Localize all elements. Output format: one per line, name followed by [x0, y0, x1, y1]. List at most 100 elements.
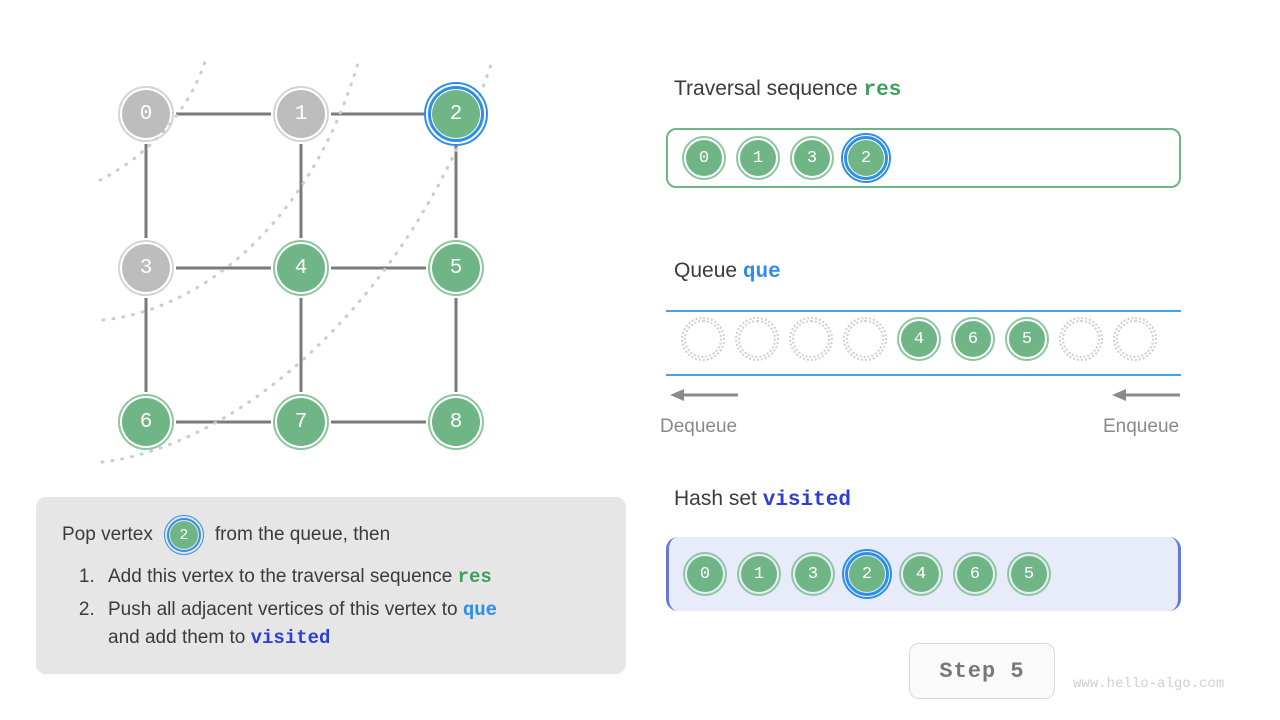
- keyword-res: res: [457, 566, 492, 588]
- chip-ring: [791, 552, 835, 596]
- res-item-1[interactable]: 1: [736, 136, 780, 180]
- visited-slot-list: 0 1 3 2 4 6 5: [683, 549, 1051, 599]
- res-title-text: Traversal sequence: [674, 77, 858, 100]
- node-disc: [122, 90, 170, 138]
- wavefront-curve-1: [98, 60, 207, 182]
- graph-node-0[interactable]: 0: [118, 86, 174, 142]
- chip-outer-ring: [841, 133, 891, 183]
- queue-slot-2[interactable]: [789, 317, 833, 361]
- chip-ring: [735, 317, 779, 361]
- graph-node-1[interactable]: 1: [273, 86, 329, 142]
- chip-ring: [737, 552, 781, 596]
- node-label: 2: [449, 102, 463, 126]
- res-item-3[interactable]: 2: [841, 133, 891, 183]
- node-disc: [432, 398, 480, 446]
- visited-item-2[interactable]: 3: [791, 552, 835, 596]
- caption-step-1: Add this vertex to the traversal sequenc…: [100, 563, 600, 592]
- caption-text-after: from the queue, then: [214, 524, 391, 545]
- graph-edge-layer: [144, 112, 458, 424]
- node-label: 6: [139, 410, 153, 434]
- caption-step-1-text: Add this vertex to the traversal sequenc…: [108, 566, 453, 587]
- node-label: 0: [139, 102, 153, 126]
- chip-label: 4: [913, 329, 925, 349]
- chip-ring: [843, 317, 887, 361]
- chip-label: 0: [699, 564, 711, 584]
- caption-step-2: Push all adjacent vertices of this verte…: [100, 596, 600, 653]
- res-panel-title: Traversal sequence res: [674, 77, 901, 102]
- res-item-2[interactable]: 3: [790, 136, 834, 180]
- visited-item-3[interactable]: 2: [842, 549, 892, 599]
- caption-vertex-chip: 2: [163, 515, 204, 555]
- chip-disc: [687, 556, 723, 592]
- chip-label: 5: [1021, 329, 1033, 349]
- res-item-0[interactable]: 0: [682, 136, 726, 180]
- queue-slot-0[interactable]: [681, 317, 725, 361]
- chip-label: 3: [807, 564, 819, 584]
- queue-slot-7[interactable]: [1059, 317, 1103, 361]
- chip-disc: [1011, 556, 1047, 592]
- graph-node-5[interactable]: 5: [428, 240, 484, 296]
- node-label: 4: [294, 256, 308, 280]
- chip-label: 6: [969, 564, 981, 584]
- node-ring: [118, 394, 174, 450]
- visited-item-1[interactable]: 1: [737, 552, 781, 596]
- graph-node-6[interactable]: 6: [118, 394, 174, 450]
- queue-slot-1[interactable]: [735, 317, 779, 361]
- chip-ring: [736, 136, 780, 180]
- graph-node-7[interactable]: 7: [273, 394, 329, 450]
- graph-node-3[interactable]: 3: [118, 240, 174, 296]
- queue-slot-list: 4 6 5: [681, 317, 1157, 361]
- graph-node-4[interactable]: 4: [273, 240, 329, 296]
- chip-disc: [686, 140, 722, 176]
- node-ring: [428, 86, 484, 142]
- node-ring: [273, 86, 329, 142]
- graph-panel: 0 1 2 3 4 5 6 7 8: [0, 0, 640, 480]
- node-disc: [277, 90, 325, 138]
- node-disc: [122, 244, 170, 292]
- chip-label: 4: [915, 564, 927, 584]
- chip-ring: [166, 518, 201, 552]
- queue-rail-bottom: [666, 374, 1181, 376]
- chip-disc: [848, 140, 884, 176]
- graph-node-2[interactable]: 2: [424, 82, 488, 146]
- chip-label: 2: [179, 526, 189, 544]
- node-disc: [122, 398, 170, 446]
- queue-slot-3[interactable]: [843, 317, 887, 361]
- queue-slot-8[interactable]: [1113, 317, 1157, 361]
- queue-slot-4[interactable]: 4: [897, 317, 941, 361]
- node-disc: [277, 398, 325, 446]
- visited-item-4[interactable]: 4: [899, 552, 943, 596]
- chip-disc: [741, 556, 777, 592]
- wavefront-curve-3: [100, 60, 494, 464]
- queue-slot-6[interactable]: 5: [1005, 317, 1049, 361]
- visited-item-0[interactable]: 0: [683, 552, 727, 596]
- chip-ring: [681, 317, 725, 361]
- node-label: 3: [139, 256, 153, 280]
- caption-step-2-text: Push all adjacent vertices of this verte…: [108, 598, 458, 620]
- chip-label: 2: [861, 564, 873, 584]
- queue-title-text: Queue: [674, 259, 738, 282]
- chip-ring: [953, 552, 997, 596]
- visited-item-5[interactable]: 6: [953, 552, 997, 596]
- chip-ring: [844, 136, 888, 180]
- chip-label: 3: [806, 148, 818, 168]
- chip-ring: [1007, 552, 1051, 596]
- visited-item-6[interactable]: 5: [1007, 552, 1051, 596]
- queue-slot-5[interactable]: 6: [951, 317, 995, 361]
- chip-outer-ring: [842, 549, 892, 599]
- chip-ring: [951, 317, 995, 361]
- enqueue-arrow-icon: [1112, 389, 1180, 401]
- chip-ring: [682, 136, 726, 180]
- chip-disc: [740, 140, 776, 176]
- bfs-wavefront-layer: [98, 60, 494, 464]
- node-label: 5: [449, 256, 463, 280]
- graph-node-8[interactable]: 8: [428, 394, 484, 450]
- caption-headline: Pop vertex 2 from the queue, then: [62, 515, 600, 555]
- node-label: 7: [294, 410, 308, 434]
- visited-panel-title: Hash set visited: [674, 487, 851, 512]
- node-outer-ring: [424, 82, 488, 146]
- node-label: 1: [294, 102, 308, 126]
- node-ring: [428, 240, 484, 296]
